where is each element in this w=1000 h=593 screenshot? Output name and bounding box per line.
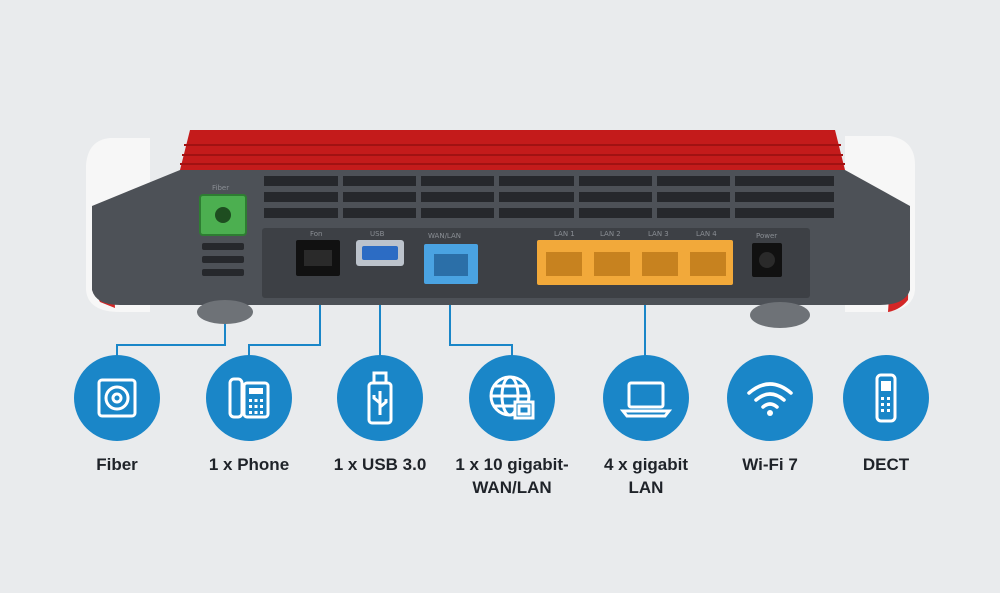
vent-grille	[264, 176, 834, 218]
feature-label-dect: DECT	[862, 455, 910, 474]
port-label-usb: USB	[370, 230, 385, 238]
feature-label-fiber: Fiber	[96, 455, 138, 474]
feature-lan: 4 x gigabit LAN	[571, 355, 721, 499]
feature-phone: 1 x Phone	[174, 355, 324, 476]
port-label-lan3: LAN 3	[648, 230, 669, 238]
port-label-lan4: LAN 4	[696, 230, 717, 238]
globe-network-icon	[469, 355, 555, 441]
connector-lines	[116, 296, 646, 360]
port-label-fon: Fon	[310, 230, 323, 238]
vent-dividers	[338, 176, 735, 218]
red-top-ridges	[180, 144, 845, 165]
feature-dect: DECT	[811, 355, 961, 476]
left-vents	[202, 243, 244, 276]
port-label-wan: WAN/LAN	[428, 232, 461, 240]
device-foot-left	[197, 300, 253, 324]
feature-label-lan: 4 x gigabit LAN	[603, 455, 689, 497]
phone-icon	[206, 355, 292, 441]
feature-label-wifi: Wi-Fi 7	[742, 455, 798, 474]
feature-wan: 1 x 10 gigabit- WAN/LAN	[437, 355, 587, 499]
port-labels: Fiber Fon USB WAN/LAN LAN 1 LAN 2 LAN 3 …	[212, 184, 777, 240]
feature-label-wan: 1 x 10 gigabit- WAN/LAN	[455, 455, 569, 497]
usb-icon	[337, 355, 423, 441]
device-foot-right	[750, 302, 810, 328]
fiber-port-hole	[215, 207, 231, 223]
laptop-icon	[603, 355, 689, 441]
wifi-icon	[727, 355, 813, 441]
feature-fiber: Fiber	[42, 355, 192, 476]
port-label-power: Power	[756, 232, 777, 240]
feature-label-phone: 1 x Phone	[208, 455, 290, 474]
feature-usb: 1 x USB 3.0	[305, 355, 455, 476]
port-label-fiber: Fiber	[212, 184, 229, 192]
dect-handset-icon	[843, 355, 929, 441]
port-label-lan2: LAN 2	[600, 230, 621, 238]
feature-wifi: Wi-Fi 7	[695, 355, 845, 476]
connector-phone	[248, 304, 321, 360]
fiber-icon	[74, 355, 160, 441]
feature-label-usb: 1 x USB 3.0	[333, 455, 427, 474]
device-red-top	[180, 130, 845, 170]
lan-ports	[537, 240, 733, 285]
connector-wan	[449, 304, 513, 360]
port-label-lan1: LAN 1	[554, 230, 575, 238]
